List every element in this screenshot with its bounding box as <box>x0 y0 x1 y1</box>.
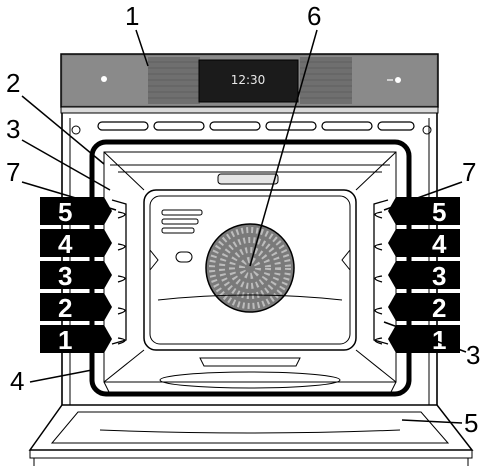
shelf-level-number: 5 <box>432 197 446 227</box>
callout-shelf-supports-left: 7 <box>6 157 20 187</box>
callout-control-panel: 1 <box>125 1 139 31</box>
shelf-level-number: 4 <box>432 229 447 259</box>
shelf-level-labels-left: 5 4 3 2 1 <box>40 197 112 355</box>
shelf-level-number: 5 <box>58 197 72 227</box>
oven-door <box>28 404 474 466</box>
shelf-level-number: 2 <box>432 293 446 323</box>
callout-oven-door: 5 <box>464 408 478 438</box>
callout-oven-light: 3 <box>6 114 20 144</box>
clock-display <box>198 59 299 103</box>
shelf-supports-left <box>111 199 127 345</box>
callout-grill-element: 2 <box>6 68 20 98</box>
oven-light <box>217 173 279 185</box>
oven-cavity <box>103 151 397 395</box>
control-panel: 12:30 <box>60 53 439 114</box>
callout-shelf-supports-right: 7 <box>462 157 476 187</box>
shelf-level-tag <box>40 197 112 225</box>
shelf-level-number: 1 <box>58 325 72 355</box>
callout-numbers: 1 6 2 3 7 7 3 4 5 <box>6 1 480 438</box>
shelf-level-tag <box>40 229 112 257</box>
right-knob-icon <box>387 77 401 83</box>
leader-lines <box>21 29 467 424</box>
shelf-level-tag <box>40 261 112 289</box>
left-knob-icon <box>101 76 107 82</box>
shelf-level-tag <box>388 325 460 353</box>
shelf-level-tag <box>388 293 460 321</box>
shelf-level-number: 3 <box>432 261 446 291</box>
shelf-level-tag <box>40 325 112 353</box>
shelf-level-tag <box>388 261 460 289</box>
callout-fan-cover: 6 <box>307 1 321 31</box>
shelf-level-number: 3 <box>58 261 72 291</box>
fan-cover <box>205 223 295 313</box>
shelf-level-number: 2 <box>58 293 72 323</box>
callout-oven-light-lower: 3 <box>466 340 480 370</box>
clock-time: 12:30 <box>231 73 266 87</box>
shelf-level-tag <box>388 197 460 225</box>
shelf-level-labels-right: 5 4 3 2 1 <box>388 197 460 355</box>
shelf-level-number: 1 <box>432 325 446 355</box>
shelf-supports-right <box>373 199 389 345</box>
shelf-level-tag <box>388 229 460 257</box>
shelf-level-number: 4 <box>58 229 73 259</box>
vent-slots <box>97 121 415 131</box>
callout-door-seal: 4 <box>10 366 24 396</box>
shelf-level-tag <box>40 293 112 321</box>
